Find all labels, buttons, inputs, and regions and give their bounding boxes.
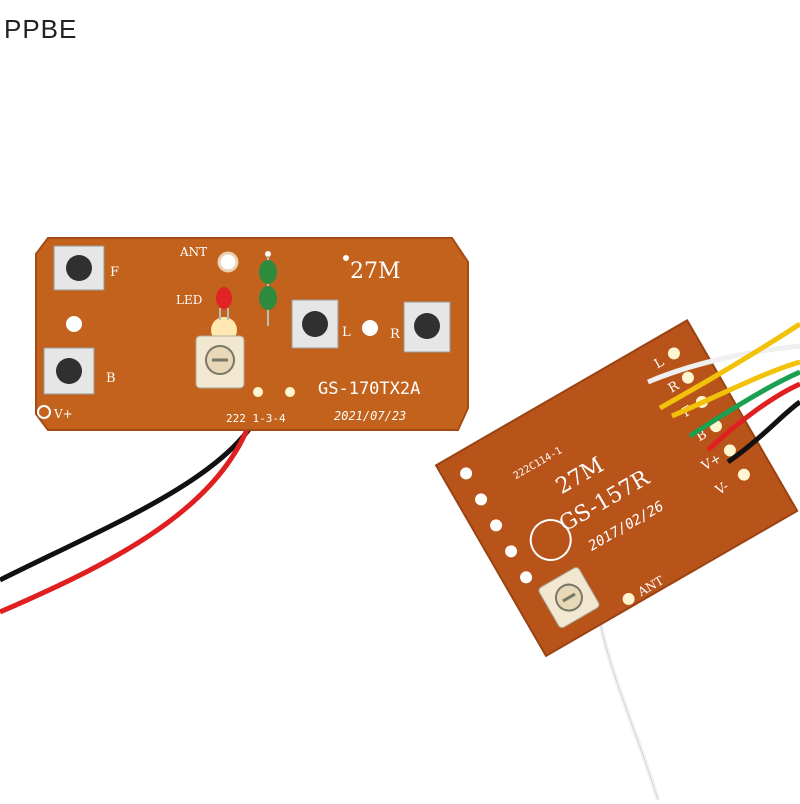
red-wire xyxy=(706,381,800,452)
trimmer-potentiometer xyxy=(195,335,245,389)
antenna-hole xyxy=(217,251,239,273)
white-wire xyxy=(647,343,800,385)
receiver-trimmer xyxy=(538,567,600,629)
transmitter-freq: 27M xyxy=(350,259,401,284)
inductor-component xyxy=(259,256,277,326)
transmitter-red-wire xyxy=(0,391,261,615)
button-r[interactable] xyxy=(403,301,451,353)
label-r: R xyxy=(390,327,401,342)
led-component xyxy=(216,287,232,320)
label-l: L xyxy=(342,325,351,340)
label-f: F xyxy=(110,265,119,280)
transmitter-board: 27M GS-170TX2A 2021/07/23 222 1-3-4 ANT … xyxy=(35,237,469,431)
black-wire xyxy=(726,399,800,465)
transmitter-code: 222 1-3-4 xyxy=(226,412,286,425)
brand-watermark: PPBE xyxy=(4,14,78,44)
label-led: LED xyxy=(176,293,202,307)
label-b: B xyxy=(106,371,116,386)
pin-label-vminus: V- xyxy=(712,479,731,499)
receiver-board: L R F B V+ V- ANT 27M GS-157R 2017/02/26… xyxy=(434,318,799,658)
button-b[interactable] xyxy=(43,347,95,395)
button-f[interactable] xyxy=(53,245,105,291)
label-vplus: V+ xyxy=(53,407,73,421)
yellow-wire xyxy=(658,321,800,411)
transmitter-date: 2021/07/23 xyxy=(334,409,406,423)
yellow-wire-2 xyxy=(670,359,800,419)
mounting-hole xyxy=(66,316,82,332)
transmitter-model: GS-170TX2A xyxy=(318,379,420,399)
mounting-hole xyxy=(362,320,378,336)
receiver-output-wires xyxy=(647,321,800,465)
button-l[interactable] xyxy=(291,299,339,349)
label-ant: ANT xyxy=(179,245,207,259)
green-wire xyxy=(688,369,800,439)
